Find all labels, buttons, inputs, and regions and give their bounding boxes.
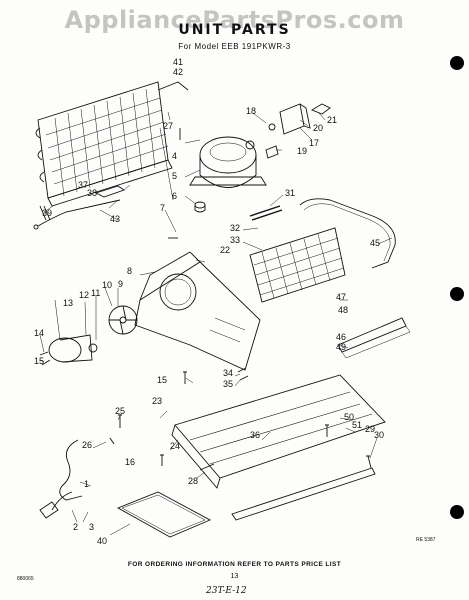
part-label-42: 42 — [173, 67, 183, 77]
part-label-29: 29 — [365, 424, 375, 434]
ordering-note: FOR ORDERING INFORMATION REFER TO PARTS … — [127, 561, 342, 568]
part-label-21: 21 — [327, 115, 337, 125]
part-label-7: 7 — [160, 203, 165, 213]
part-label-4: 4 — [172, 151, 177, 161]
part-label-15-screw: 15 — [157, 375, 167, 385]
fan-motor — [39, 334, 98, 366]
doc-number: 880065 — [17, 576, 34, 582]
evaporator-tube — [33, 199, 121, 230]
compressor — [189, 136, 267, 188]
part-label-40: 40 — [97, 536, 107, 546]
part-label-36: 36 — [250, 430, 260, 440]
part-label-17: 17 — [309, 138, 319, 148]
relay-cover — [310, 103, 331, 115]
heater-wire — [39, 205, 51, 221]
part-label-12: 12 — [79, 290, 89, 300]
part-label-28: 28 — [188, 476, 198, 486]
binder-hole-bottom — [450, 505, 464, 519]
part-label-37: 37 — [78, 180, 88, 190]
part-label-49: 49 — [336, 342, 346, 352]
hardware-screws — [109, 128, 372, 471]
part-label-51: 51 — [352, 420, 362, 430]
filter-drier — [249, 205, 283, 221]
part-label-16: 16 — [125, 457, 135, 467]
part-label-8: 8 — [127, 266, 132, 276]
model-subtitle: For Model EEB 191PKWR-3 — [178, 42, 291, 51]
part-label-50: 50 — [344, 412, 354, 422]
drain-pan — [116, 491, 212, 538]
part-label-41: 41 — [173, 57, 183, 67]
part-label-24: 24 — [170, 441, 180, 451]
part-label-14: 14 — [34, 328, 44, 338]
binder-hole-middle — [450, 287, 464, 301]
part-label-22: 22 — [220, 245, 230, 255]
part-label-3: 3 — [89, 522, 94, 532]
condenser-fan — [108, 305, 138, 335]
relay-overload — [265, 103, 311, 159]
drain-channel — [337, 317, 411, 359]
part-label-43: 43 — [110, 214, 120, 224]
part-label-6: 6 — [172, 191, 177, 201]
part-label-32: 32 — [230, 223, 240, 233]
part-label-48: 48 — [338, 305, 348, 315]
leader-lines — [39, 111, 393, 536]
part-label-19: 19 — [297, 146, 307, 156]
part-label-45: 45 — [370, 238, 380, 248]
base-rail — [231, 467, 376, 521]
part-label-35: 35 — [223, 379, 233, 389]
watermark-text: AppliancePartsPros.com — [64, 6, 405, 34]
part-label-15: 15 — [34, 356, 44, 366]
part-label-38: 38 — [87, 188, 97, 198]
power-cord — [39, 439, 83, 519]
evaporator-coil — [35, 81, 189, 207]
page-number: 13 — [230, 573, 239, 580]
part-label-26: 26 — [82, 440, 92, 450]
part-label-20: 20 — [313, 123, 323, 133]
unit-compartment-panel — [134, 251, 261, 371]
compressor-grommet — [194, 201, 206, 213]
base-frame — [171, 374, 386, 489]
part-label-2: 2 — [73, 522, 78, 532]
part-label-33: 33 — [230, 235, 240, 245]
part-label-13: 13 — [63, 298, 73, 308]
part-label-10: 10 — [102, 280, 112, 290]
part-label-27: 27 — [163, 121, 173, 131]
part-label-25: 25 — [115, 406, 125, 416]
binder-hole-top — [450, 56, 464, 70]
part-label-5: 5 — [172, 171, 177, 181]
part-label-18: 18 — [246, 106, 256, 116]
handwritten-note: 23T-E-12 — [206, 586, 247, 596]
part-label-47: 47 — [336, 292, 346, 302]
condenser-coil — [249, 227, 346, 303]
page-title: UNIT PARTS — [178, 22, 291, 38]
discharge-tube — [299, 198, 396, 269]
diagram-ref-code: RE 5387 — [416, 537, 436, 543]
part-label-39: 39 — [42, 208, 52, 218]
part-label-46: 46 — [336, 332, 346, 342]
part-label-30: 30 — [374, 430, 384, 440]
part-label-23: 23 — [152, 396, 162, 406]
part-label-9: 9 — [118, 279, 123, 289]
part-label-11: 11 — [91, 288, 100, 298]
part-label-31: 31 — [285, 188, 295, 198]
part-label-1: 1 — [84, 479, 89, 489]
part-label-34: 34 — [223, 368, 233, 378]
